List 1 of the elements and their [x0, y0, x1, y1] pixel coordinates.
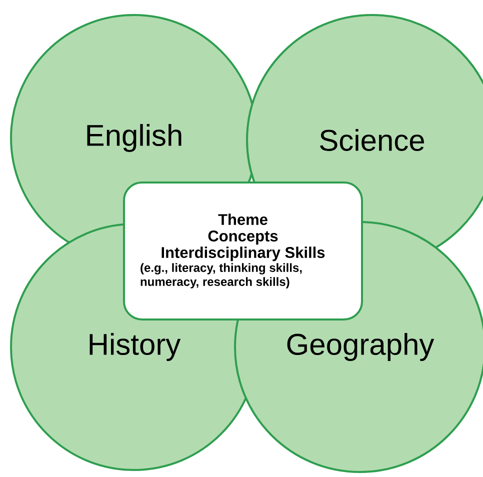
- concept-card: Theme Concepts Interdisciplinary Skills (e.g., literacy, thinking skills, numeracy, research skills): [123, 182, 363, 320]
